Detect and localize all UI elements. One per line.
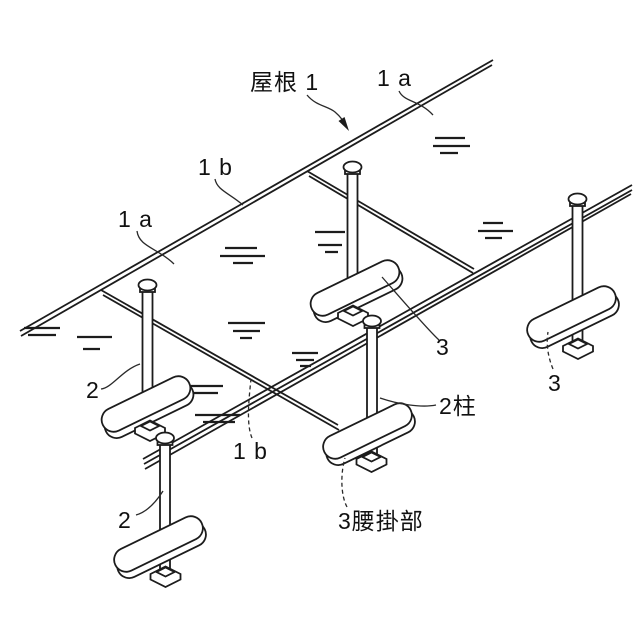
label-3-right: 3 [548, 370, 562, 396]
leader-1a-upper [398, 90, 434, 116]
leader-3-seat [341, 457, 348, 508]
label-2-lower: 2 [118, 507, 132, 533]
pillar-cap [567, 192, 588, 207]
roof-cross-bar-right [306, 170, 475, 274]
label-1b-upper: 1 b [198, 154, 233, 180]
leader-2-left [100, 363, 141, 390]
leader-lines [100, 90, 554, 516]
foot-pad [149, 565, 182, 588]
leader-3-center [381, 276, 440, 341]
pillar-cap [155, 431, 175, 446]
roof-frame [19, 59, 633, 470]
label-1b-lower: 1 b [233, 438, 268, 464]
leader-1a-left [136, 230, 175, 265]
label-1a-upper: 1 a [377, 65, 412, 91]
roof-rail-upper [19, 59, 494, 337]
roof-arrowhead [338, 117, 349, 131]
pillar-assembly-right [522, 192, 624, 360]
roof-rail-lower [142, 184, 633, 470]
label-1a-left: 1 a [118, 206, 153, 232]
foot-pad [562, 337, 594, 360]
reference-labels: 屋根 1 1 a 1 b 1 a 2 1 b 3 2柱 3 2 3腰掛部 [86, 65, 562, 534]
label-2-pillar: 2柱 [439, 393, 477, 419]
pillar-assembly-top-center [305, 160, 408, 328]
leader-3-right [546, 331, 554, 370]
label-3-center: 3 [436, 334, 450, 360]
pillar-cap [342, 160, 363, 175]
pillar-assembly-left [96, 278, 199, 444]
pillar-cap [362, 314, 382, 329]
leader-2-pillar [379, 397, 437, 407]
pillar-assembly-bottom [109, 431, 211, 588]
leader-1b-lower [247, 378, 253, 439]
leader-1b-upper [214, 178, 244, 206]
pillar-assembly-center [318, 314, 420, 473]
pillar-cap [137, 278, 158, 293]
label-2-left: 2 [86, 377, 100, 403]
label-3-seat: 3腰掛部 [338, 508, 424, 534]
label-roof: 屋根 1 [250, 69, 319, 95]
leader-2-lower [135, 490, 164, 516]
